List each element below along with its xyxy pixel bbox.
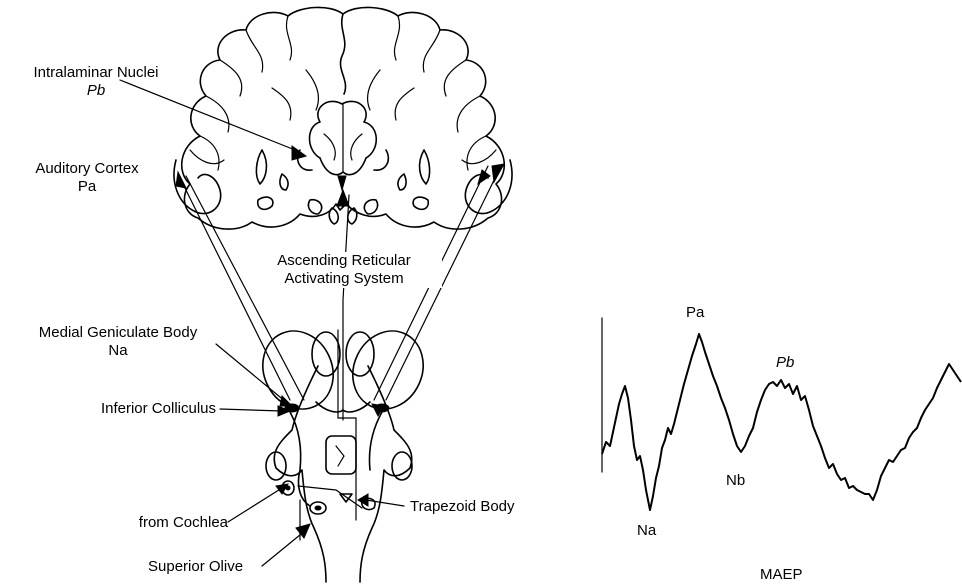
arrow-mgb — [280, 396, 292, 406]
reticular-path — [343, 195, 349, 420]
mgb-inner-left — [312, 332, 340, 376]
trapezoid-text: Trapezoid Body — [410, 498, 515, 515]
label-inferior-colliculus: Inferior Colliculus — [40, 400, 216, 418]
mgb-wave-text: Na — [20, 342, 216, 360]
label-cochlea: from Cochlea — [60, 514, 228, 532]
caudate-right — [374, 150, 388, 170]
peak-label-nb: Nb — [726, 472, 745, 490]
arrow-trapezoid — [358, 494, 368, 506]
ventricle-left — [256, 150, 266, 184]
arrow-intralaminar — [292, 146, 306, 160]
olive-text: Superior Olive — [148, 558, 243, 575]
fornix-right — [348, 208, 357, 224]
arousal-text-2: Activating System — [246, 270, 442, 288]
label-arousal: Ascending Reticular Activating System — [246, 252, 442, 288]
fornix-left — [329, 208, 338, 224]
mgb-inner-right — [346, 332, 374, 376]
inferior-colliculus-text: Inferior Colliculus — [101, 400, 216, 417]
leader-olive — [262, 530, 306, 566]
leader-trapezoid — [366, 500, 404, 506]
peak-label-pb: Pb — [776, 354, 794, 372]
cochlear-nucleus-right — [392, 452, 412, 480]
waveform-title: MAEP — [760, 566, 803, 584]
projection-left-outer — [180, 178, 290, 400]
structure-right — [364, 200, 377, 214]
auditory-cortex-text: Auditory Cortex — [22, 160, 152, 178]
arrow-auditory-right-b — [478, 170, 490, 184]
midline-fissure — [340, 14, 345, 94]
brainstem-outline-right — [360, 366, 412, 582]
superior-olive-left-core — [315, 506, 321, 510]
structure-left — [308, 200, 321, 214]
arousal-text-1: Ascending Reticular — [246, 252, 442, 270]
intralaminar-wave-text: Pb — [8, 82, 184, 100]
pons-box — [326, 436, 356, 474]
gyri-left — [200, 16, 318, 170]
arrow-reticular — [337, 190, 349, 206]
label-auditory-cortex: Auditory Cortex Pa — [22, 160, 152, 196]
label-intralaminar: Intralaminar Nuclei Pb — [8, 64, 184, 100]
leader-ic — [220, 409, 282, 411]
leader-mgb — [216, 344, 286, 402]
intralaminar-text: Intralaminar Nuclei — [8, 64, 184, 82]
label-mgb: Medial Geniculate Body Na — [20, 324, 216, 360]
lateral-lemniscus-right — [370, 412, 383, 470]
projection-left-inner — [186, 176, 304, 400]
arrow-intralaminar-2 — [338, 176, 346, 190]
arrow-auditory-right — [492, 164, 504, 182]
ventricle-small-right — [398, 174, 406, 190]
arrow-auditory-left — [176, 172, 186, 188]
ventricle-small-left — [280, 174, 288, 190]
mgb-text: Medial Geniculate Body — [20, 324, 216, 342]
leader-cochlea — [228, 488, 282, 522]
label-olive: Superior Olive — [148, 558, 243, 576]
peak-label-na: Na — [637, 522, 656, 540]
cochlea-text: from Cochlea — [139, 514, 228, 531]
gyri-right — [368, 16, 486, 170]
peak-label-pa: Pa — [686, 304, 704, 322]
pons-path — [336, 446, 344, 466]
auditory-cortex-wave-text: Pa — [22, 178, 152, 196]
ventricle-right — [420, 150, 430, 184]
lenticular-left — [258, 197, 273, 209]
label-trapezoid: Trapezoid Body — [410, 498, 515, 516]
trapezoid-body — [340, 494, 352, 502]
temporal-lobe-right — [465, 160, 512, 214]
lenticular-right — [413, 197, 428, 209]
